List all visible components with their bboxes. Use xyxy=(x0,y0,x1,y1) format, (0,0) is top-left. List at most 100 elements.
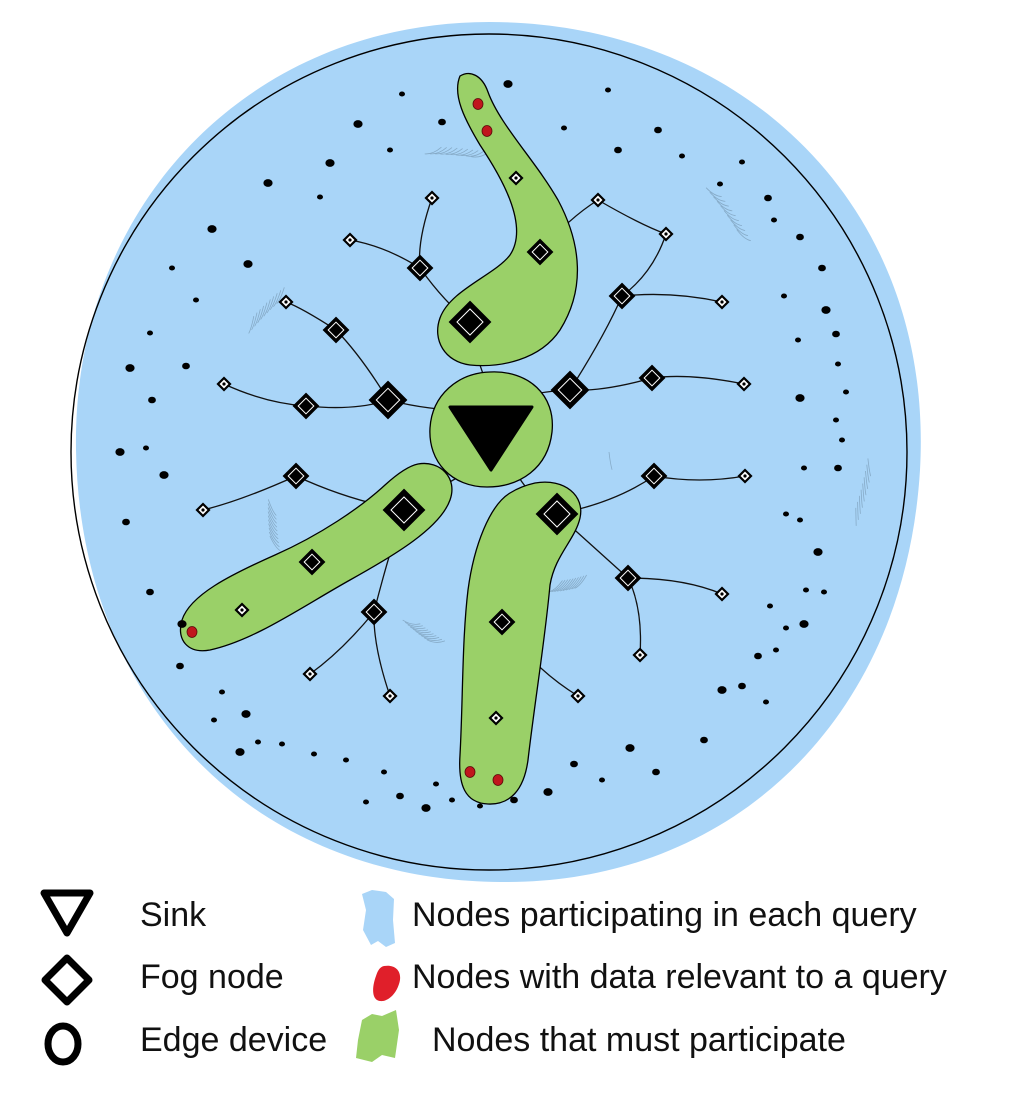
edge-device xyxy=(510,796,518,804)
faint-stroke xyxy=(554,579,569,592)
faint-stroke xyxy=(862,483,865,502)
legend-icons xyxy=(40,889,401,1066)
legend-must-label: Nodes that must participate xyxy=(432,1021,846,1059)
relevant-data-node xyxy=(492,774,504,786)
edge-device xyxy=(763,699,769,705)
edge-device xyxy=(783,511,789,517)
relevant-data-node xyxy=(472,98,484,110)
faint-stroke xyxy=(565,577,579,591)
edge-device xyxy=(176,662,184,670)
edge-device xyxy=(717,686,727,694)
faint-stroke xyxy=(860,489,863,508)
edge-device xyxy=(799,620,809,628)
legend-sink-label: Sink xyxy=(140,896,207,934)
edge-device xyxy=(477,803,483,809)
edge-device xyxy=(821,589,827,595)
faint-stroke xyxy=(402,619,421,625)
faint-stroke xyxy=(269,293,278,311)
faint-stroke xyxy=(730,219,746,231)
edge-device xyxy=(381,769,387,775)
legend-edge-device-icon xyxy=(44,1022,82,1066)
faint-stroke xyxy=(865,470,869,489)
edge-device xyxy=(796,233,804,241)
faint-stroke xyxy=(455,149,474,156)
fog-node xyxy=(368,380,408,420)
edge-device xyxy=(143,445,149,451)
fog-node xyxy=(298,548,326,576)
faint-stroke xyxy=(440,147,458,155)
legend-sink-icon xyxy=(40,889,94,937)
fog-node xyxy=(424,190,440,206)
edge-device xyxy=(614,146,622,154)
faint-stroke xyxy=(450,148,469,156)
faint-stroke xyxy=(559,578,574,592)
edge-device xyxy=(654,126,662,134)
fog-node xyxy=(448,300,492,344)
faint-stroke xyxy=(857,501,859,520)
edge-device xyxy=(148,396,156,404)
edge-device xyxy=(235,748,245,756)
edge-device xyxy=(801,465,807,471)
fog-node xyxy=(234,602,250,618)
faint-stroke xyxy=(269,535,281,552)
fog-node xyxy=(632,647,648,663)
green-branch-bottom xyxy=(459,481,582,805)
faint-stroke xyxy=(268,523,279,540)
faint-stroke xyxy=(568,576,582,590)
fog-node xyxy=(658,226,674,242)
legend-relevant-label: Nodes with data relevant to a query xyxy=(412,958,947,996)
fog-node xyxy=(382,488,426,532)
legend-fog-node-icon xyxy=(41,954,93,1006)
faint-stroke xyxy=(266,296,275,314)
relevant-data-node xyxy=(481,125,493,137)
edge-device xyxy=(754,652,762,660)
edge-device xyxy=(821,306,831,314)
faint-stroke xyxy=(445,148,463,155)
edge-device xyxy=(803,587,809,593)
faint-stroke xyxy=(429,147,447,155)
faint-stroke xyxy=(263,299,271,317)
fog-node xyxy=(282,462,310,490)
edge-device xyxy=(570,760,578,768)
edge-device xyxy=(835,361,841,367)
edge-device xyxy=(700,736,708,744)
faint-stroke xyxy=(562,577,577,591)
edge-device xyxy=(241,710,251,718)
faint-stroke xyxy=(859,495,861,514)
edge-device xyxy=(739,159,745,165)
fog-node xyxy=(526,238,554,266)
fog-node xyxy=(292,392,320,420)
edge-devices xyxy=(115,80,849,812)
fog-node xyxy=(737,468,753,484)
edge-device xyxy=(813,548,823,556)
edge-device xyxy=(387,147,393,153)
faint-stroke xyxy=(720,205,736,217)
edge-device xyxy=(781,293,787,299)
faint-stroke xyxy=(251,312,258,331)
edge-device xyxy=(363,799,369,805)
edge-device xyxy=(795,337,801,343)
faint-stroke xyxy=(423,637,443,641)
faint-stroke xyxy=(267,515,278,532)
edge-device xyxy=(839,437,845,443)
edge-device xyxy=(182,362,190,370)
faint-stroke xyxy=(713,196,729,207)
fog-nodes xyxy=(195,170,753,726)
faint-stroke xyxy=(705,187,722,197)
faint-stroke xyxy=(733,224,749,236)
faint-stroke xyxy=(460,150,479,157)
faint-stroke xyxy=(404,621,423,627)
faint-stroke xyxy=(421,635,440,640)
edge-device xyxy=(449,797,455,803)
edge-device xyxy=(795,394,805,402)
edge-device xyxy=(834,464,842,472)
edge-device xyxy=(146,588,154,596)
fog-node xyxy=(714,294,730,310)
faint-stroke xyxy=(424,146,442,155)
edge-device xyxy=(679,153,685,159)
faint-stroke xyxy=(248,316,255,334)
fog-node xyxy=(278,294,294,310)
edge-device xyxy=(503,80,513,88)
faint-stroke xyxy=(863,477,867,496)
fog-node xyxy=(736,376,752,392)
